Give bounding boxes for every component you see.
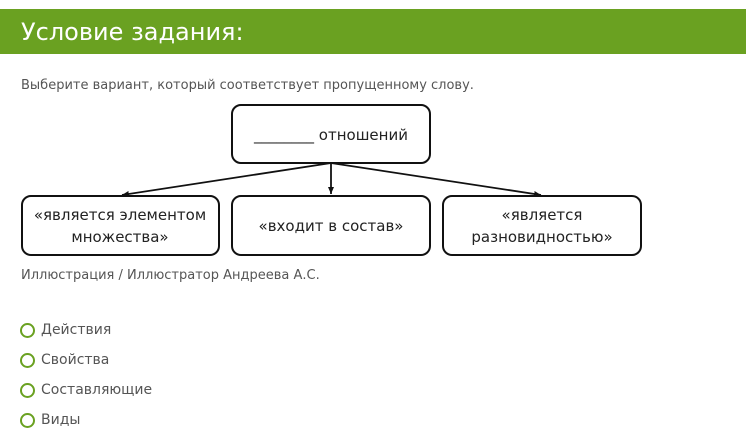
diagram-node-part: «входит в состав» bbox=[231, 195, 431, 256]
option-label: Свойства bbox=[41, 352, 110, 368]
answer-option-1[interactable]: Действия bbox=[20, 319, 111, 341]
node-element-line1: «является элементом bbox=[34, 206, 206, 224]
diagram-node-kind: «является разновидностью» bbox=[442, 195, 642, 256]
header-title: Условие задания: bbox=[21, 18, 244, 46]
diagram-node-element: «является элементом множества» bbox=[21, 195, 220, 256]
radio-circle-icon[interactable] bbox=[20, 322, 35, 338]
radio-circle-icon[interactable] bbox=[20, 382, 35, 398]
answer-option-2[interactable]: Свойства bbox=[20, 349, 109, 371]
diagram-connectors bbox=[121, 162, 542, 197]
node-kind-line2: разновидностью» bbox=[471, 228, 612, 246]
root-node-text: ________ отношений bbox=[253, 126, 408, 145]
node-part-line1: «входит в состав» bbox=[259, 217, 404, 235]
answer-option-4[interactable]: Виды bbox=[20, 409, 80, 431]
radio-circle-icon[interactable] bbox=[20, 352, 35, 368]
node-element-line2: множества» bbox=[71, 228, 168, 246]
answer-option-3[interactable]: Составляющие bbox=[20, 379, 152, 401]
option-label: Действия bbox=[41, 322, 112, 338]
task-instruction: Выберите вариант, который соответствует … bbox=[21, 78, 474, 93]
illustration-caption: Иллюстрация / Иллюстратор Андреева А.С. bbox=[21, 268, 320, 283]
option-label: Виды bbox=[41, 412, 81, 428]
option-label: Составляющие bbox=[41, 382, 153, 398]
radio-circle-icon[interactable] bbox=[20, 412, 35, 428]
task-header: Условие задания: bbox=[0, 9, 746, 54]
node-kind-line1: «является bbox=[502, 206, 583, 224]
diagram-root-node: ________ отношений bbox=[231, 104, 431, 164]
